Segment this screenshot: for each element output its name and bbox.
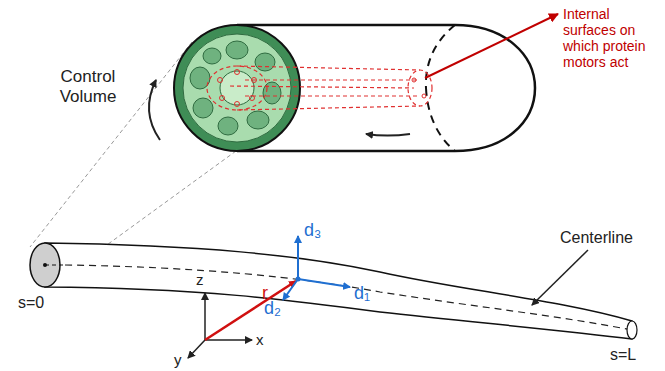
region-label: Control Volume <box>48 67 128 106</box>
illustration-part <box>235 70 240 75</box>
illustration-part <box>237 66 420 70</box>
axis-label: x <box>256 331 264 348</box>
illustration-part <box>283 279 298 300</box>
illustration-part <box>193 98 213 118</box>
illustration-part <box>183 34 291 142</box>
part-label: Centerline <box>560 229 633 247</box>
illustration-part <box>205 281 296 340</box>
illustration-part <box>425 14 558 78</box>
illustration-part <box>43 263 47 267</box>
vector-label: d₃ <box>304 220 321 241</box>
vector-label: d₂ <box>264 298 281 319</box>
illustration-part <box>174 25 300 151</box>
illustration-part <box>65 265 632 330</box>
position-label: s=0 <box>18 294 44 312</box>
illustration-part <box>422 94 426 98</box>
illustration-part <box>226 41 248 59</box>
illustration-part <box>45 265 65 266</box>
illustration-part <box>366 134 410 136</box>
illustration-part <box>263 82 281 104</box>
illustration-part <box>532 250 588 305</box>
illustration-part <box>627 321 637 339</box>
axis-label: y <box>174 351 182 368</box>
illustration-part <box>45 243 632 339</box>
illustration-part <box>255 53 275 71</box>
illustration-part <box>218 70 427 107</box>
illustration-part <box>412 78 416 82</box>
illustration-part <box>230 86 414 88</box>
illustration-part <box>207 66 267 110</box>
illustration-part <box>218 117 238 135</box>
illustration-part <box>297 236 299 279</box>
illustration-part <box>188 340 205 358</box>
illustration-part <box>218 78 223 83</box>
illustration-part <box>205 339 252 341</box>
vector-label: d₁ <box>354 283 370 304</box>
illustration-part <box>252 78 257 83</box>
illustration-part <box>149 80 160 140</box>
illustration-part <box>190 41 281 135</box>
illustration-part <box>203 48 221 64</box>
axis-label: z <box>196 271 204 288</box>
illustration-part <box>247 111 269 129</box>
illustration-part <box>220 71 254 105</box>
illustration-part <box>204 293 206 340</box>
illustration-part <box>235 102 240 107</box>
illustration-part <box>245 95 418 96</box>
illustration-part <box>237 106 420 110</box>
illustration-part <box>220 96 225 101</box>
illustration-part <box>245 79 418 80</box>
position-label: s=L <box>610 346 636 364</box>
illustration-part <box>30 42 192 247</box>
illustration-part <box>250 96 255 101</box>
illustration-part <box>296 277 301 282</box>
callout-label: Internal surfaces on which protein motor… <box>563 6 661 70</box>
illustration-part <box>207 66 432 110</box>
illustration-part <box>298 279 350 287</box>
